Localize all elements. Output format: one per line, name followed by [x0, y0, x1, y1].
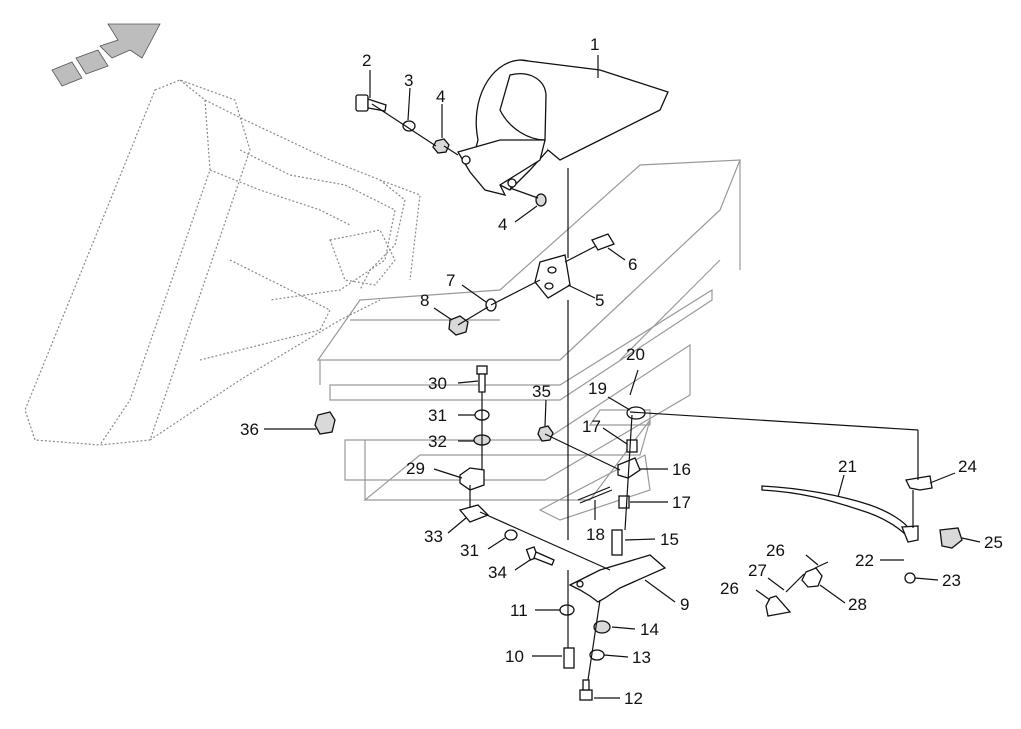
callout-27: 27: [748, 561, 767, 580]
guard-shield-part: [457, 59, 669, 196]
callout-25: 25: [984, 533, 1003, 552]
callout-4a: 4: [436, 87, 445, 106]
callout-5: 5: [595, 291, 604, 310]
pin-26b-part: [814, 561, 829, 569]
callout-1: 1: [590, 35, 599, 54]
washer-3-part: [402, 120, 416, 132]
spring-18-part: [577, 486, 613, 504]
bolt-34-part: [525, 546, 555, 566]
callout-23: 23: [942, 571, 961, 590]
callout-36: 36: [240, 420, 259, 439]
callout-30: 30: [428, 374, 447, 393]
bushing-35-part: [537, 425, 554, 442]
bolt-10-part: [563, 647, 575, 669]
callout-13: 13: [632, 648, 651, 667]
callout-17b: 17: [672, 493, 691, 512]
callout-8: 8: [420, 291, 429, 310]
pin-27-part: [785, 573, 805, 593]
callout-7: 7: [446, 271, 455, 290]
nut-4-part: [432, 138, 450, 154]
callout-15: 15: [660, 530, 679, 549]
callout-24: 24: [958, 457, 977, 476]
forward-arrow-icon: [51, 23, 161, 87]
pivot-29-part: [459, 467, 485, 491]
washer-14-part: [593, 620, 611, 634]
callout-4b: 4: [498, 215, 507, 234]
callout-11: 11: [510, 601, 528, 620]
callout-labels: 1 2 3 4 4 5 6 7 8 9 10 11 12 13 14 15 16…: [240, 35, 1003, 708]
callout-32: 32: [428, 432, 447, 451]
callout-28: 28: [848, 595, 867, 614]
lever-arm-9-part: [568, 554, 667, 603]
callout-leaders: [264, 55, 981, 699]
callout-29: 29: [406, 459, 425, 478]
callout-34: 34: [488, 563, 507, 582]
nut-28-part: [801, 567, 823, 588]
callout-20: 20: [626, 345, 645, 364]
bolt-6-part: [591, 233, 615, 251]
lever-22-part: [901, 525, 919, 543]
washer-31b-part: [504, 529, 518, 541]
spacer-17b-part: [618, 495, 630, 509]
nut-23-part: [904, 572, 916, 584]
bolt-12-part: [579, 679, 593, 701]
callout-19: 19: [588, 379, 607, 398]
pin-20-part: [629, 369, 639, 396]
callout-33: 33: [424, 527, 443, 546]
callout-31a: 31: [428, 406, 447, 425]
callout-26b: 26: [720, 579, 739, 598]
clip-36-part: [314, 411, 336, 435]
shaft-15-part: [611, 529, 623, 556]
callout-2: 2: [362, 51, 371, 70]
callout-10: 10: [505, 647, 524, 666]
knob-25-part: [939, 527, 963, 549]
callout-14: 14: [640, 620, 659, 639]
washer-11-part: [559, 604, 575, 616]
callout-17a: 17: [582, 417, 601, 436]
callout-16: 16: [672, 460, 691, 479]
bolt-30-part: [476, 365, 488, 393]
callout-35: 35: [532, 382, 551, 401]
callout-21: 21: [838, 457, 857, 476]
nut-8-part: [448, 315, 469, 336]
callout-26a: 26: [766, 541, 785, 560]
callout-18: 18: [586, 525, 605, 544]
bracket-plate-5-part: [534, 254, 571, 299]
rod-21-part: [761, 485, 911, 535]
callout-9: 9: [680, 595, 689, 614]
ghost-boom-assembly: [24, 79, 421, 446]
spacer-17a-part: [626, 439, 638, 453]
bracket-24-part: [905, 475, 933, 491]
callout-3: 3: [404, 71, 413, 90]
callout-6: 6: [628, 255, 637, 274]
bolt-2-part: [355, 94, 387, 112]
assembly-axis-lines: [371, 103, 919, 681]
callout-12: 12: [624, 689, 643, 708]
nut-4b-part: [535, 193, 547, 207]
callout-22: 22: [855, 551, 874, 570]
pin-26-part: [765, 595, 792, 617]
callout-31b: 31: [460, 541, 479, 560]
